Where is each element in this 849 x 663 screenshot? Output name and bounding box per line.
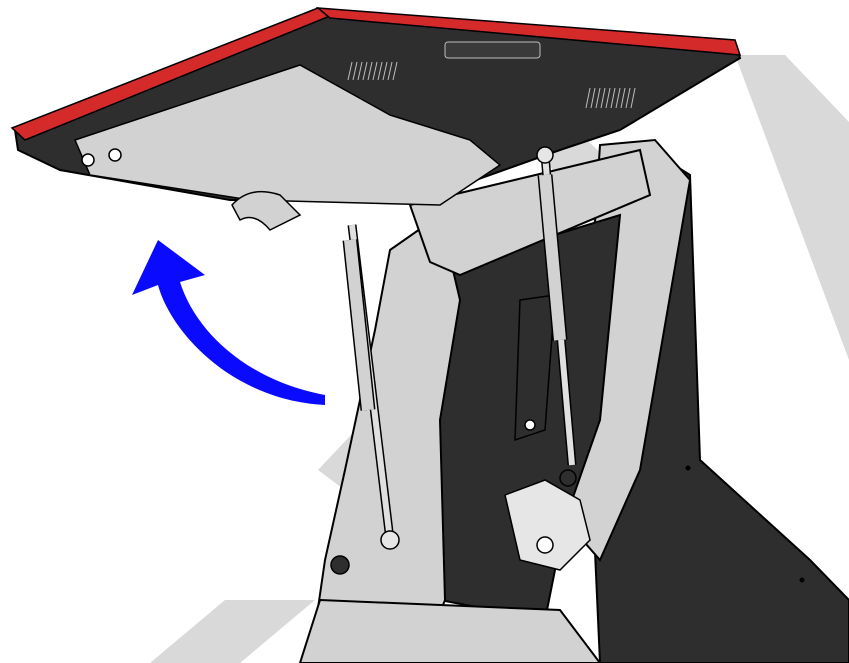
right-mount-hole [559, 469, 577, 487]
vent-grille-left [347, 61, 398, 81]
display-screw-1 [81, 153, 95, 167]
vent-grille-right [585, 87, 636, 109]
hinge-bolt [524, 419, 536, 431]
gas-strut-right-end [536, 146, 554, 164]
lower-hinge-assembly [504, 479, 591, 571]
gas-struts [342, 146, 577, 550]
display-mount-plate [73, 64, 502, 206]
hinge-bracket [514, 294, 556, 442]
gas-strut-left [342, 224, 400, 550]
lift-direction-arrow [132, 240, 325, 405]
gas-strut-left-end [380, 530, 400, 550]
left-mount-hole [330, 555, 350, 575]
kiosk-stand [298, 138, 849, 663]
display-red-bezel-right [315, 7, 742, 56]
stand-bottom-shelf [298, 598, 602, 663]
gas-strut-right [536, 146, 577, 466]
watermark-band-bottom [150, 600, 315, 663]
display-connector-slot [444, 41, 541, 59]
display-hook-bracket [231, 190, 302, 231]
screw-dot-lower [799, 577, 805, 583]
display-panel [10, 7, 742, 231]
screw-dot-upper [685, 465, 691, 471]
watermark-band-right [735, 55, 849, 360]
lower-hinge-bolt [536, 536, 554, 554]
stand-left-frame [308, 213, 462, 663]
display-screw-2 [108, 148, 122, 162]
